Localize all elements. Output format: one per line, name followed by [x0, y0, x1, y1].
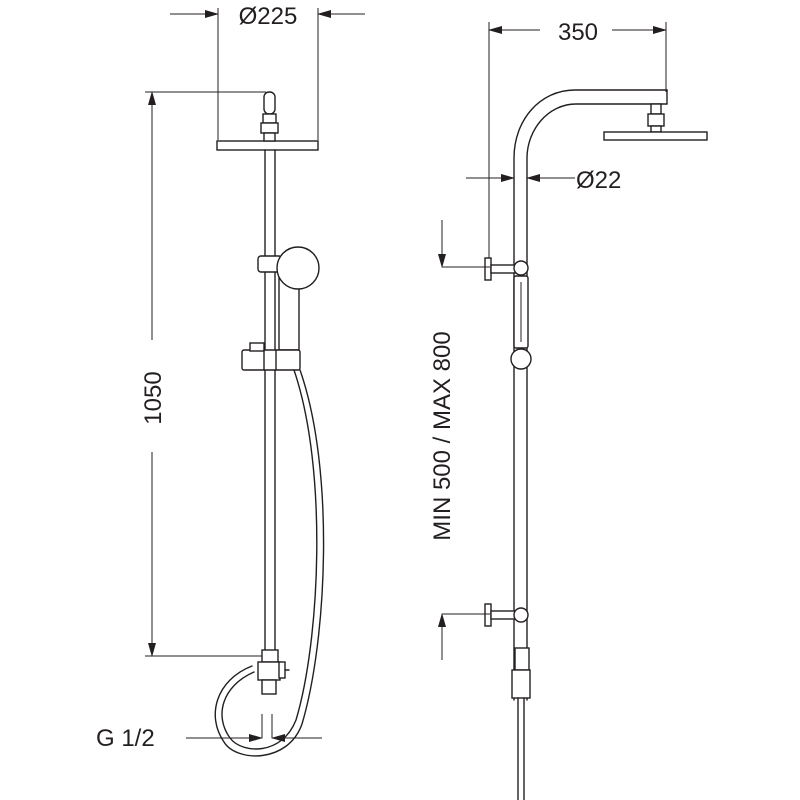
- column-height-dimension: 1050: [140, 91, 266, 657]
- pipe-diameter-label: Ø22: [576, 167, 621, 194]
- front-view: Ø225: [96, 3, 365, 757]
- front-slider: [241, 342, 301, 371]
- front-hand-shower: [257, 246, 320, 351]
- column-height-label: 1050: [140, 371, 167, 424]
- front-hose: [214, 369, 325, 757]
- side-lower-bracket: [484, 603, 529, 627]
- side-hand-shower: [510, 275, 532, 370]
- arm-reach-dimension: 350: [488, 19, 667, 262]
- arm-reach-label: 350: [558, 19, 598, 46]
- inlet-thread-label: G 1/2: [96, 725, 155, 752]
- side-riser-arm: [513, 89, 668, 701]
- side-view: 350 Ø22: [429, 19, 708, 800]
- side-shower-head: [603, 103, 708, 141]
- front-diverter: [257, 649, 290, 695]
- pipe-diameter-dimension: Ø22: [466, 167, 621, 194]
- front-riser-pipe: [264, 149, 276, 651]
- front-shower-head: [216, 91, 319, 151]
- head-diameter-label: Ø225: [239, 3, 298, 30]
- side-diverter: [511, 647, 531, 800]
- head-diameter-dimension: Ø225: [170, 3, 365, 140]
- bracket-spacing-label: MIN 500 / MAX 800: [429, 331, 456, 540]
- bracket-spacing-dimension: MIN 500 / MAX 800: [429, 220, 490, 660]
- side-upper-bracket: [484, 257, 529, 281]
- inlet-thread-dimension: G 1/2: [96, 714, 322, 752]
